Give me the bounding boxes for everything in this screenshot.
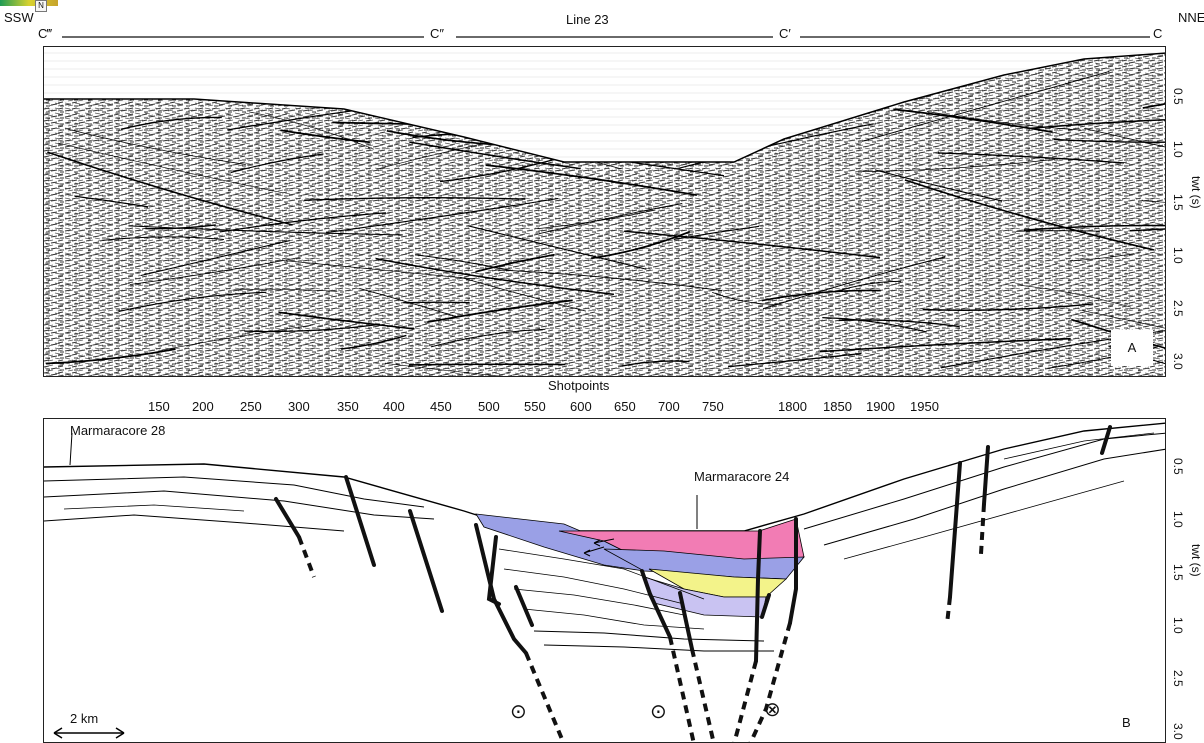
shotpoint-tick: 150 (148, 399, 170, 414)
shotpoint-tick: 400 (383, 399, 405, 414)
shotpoint-tick: 700 (658, 399, 680, 414)
shotpoint-tick: 300 (288, 399, 310, 414)
strike-slip-out-icon: ⊙ (510, 701, 527, 723)
interpretation-panel-b: Marmaracore 28 Marmaracore 24 2 km ⊙ ⊙ ⊗… (43, 418, 1166, 743)
strike-slip-in-icon: ⊗ (764, 699, 781, 721)
twt-tick: 1.0 (1171, 141, 1185, 158)
point-c-triple-prime: C‴ (38, 26, 52, 41)
strike-slip-out-icon-2: ⊙ (650, 701, 667, 723)
twt-tick: 1.0 (1171, 617, 1185, 634)
well-label-marmaracore-28: Marmaracore 28 (70, 423, 166, 438)
shotpoint-tick: 250 (240, 399, 262, 414)
point-c: C (1153, 26, 1163, 41)
interpretation-drawing (44, 422, 1165, 742)
twt-tick: 1.5 (1171, 194, 1185, 211)
twt-tick: 3.0 (1171, 353, 1185, 370)
seismic-panel-a: A (43, 46, 1166, 377)
twt-tick: 3.0 (1171, 723, 1185, 740)
shotpoint-tick: 1850 (823, 399, 852, 414)
shotpoint-tick: 550 (524, 399, 546, 414)
twt-label: twt (s) (1189, 176, 1203, 209)
shotpoint-tick: 1800 (778, 399, 807, 414)
twt-tick: 2.5 (1171, 670, 1185, 687)
twt-label: twt (s) (1189, 544, 1203, 577)
panel-b-letter: B (1122, 715, 1131, 730)
point-c-prime: C′ (779, 26, 791, 41)
panel-a-letter: A (1111, 330, 1153, 366)
shotpoint-tick: 750 (702, 399, 724, 414)
scale-bar-label: 2 km (70, 711, 99, 726)
shotpoint-tick: 650 (614, 399, 636, 414)
shotpoint-tick: 350 (337, 399, 359, 414)
shotpoint-tick: 450 (430, 399, 452, 414)
shotpoints-label: Shotpoints (548, 378, 610, 393)
north-arrow-icon: N (35, 0, 47, 12)
shotpoint-tick: 500 (478, 399, 500, 414)
shotpoint-tick: 1900 (866, 399, 895, 414)
direction-left: SSW (4, 10, 34, 25)
twt-tick: 1.0 (1171, 511, 1185, 528)
seismic-reflections (44, 52, 1165, 376)
twt-tick: 2.5 (1171, 300, 1185, 317)
line-title: Line 23 (566, 12, 609, 27)
shotpoint-tick: 1950 (910, 399, 939, 414)
twt-tick: 0.5 (1171, 458, 1185, 475)
shotpoint-tick: 200 (192, 399, 214, 414)
twt-tick: 1.5 (1171, 564, 1185, 581)
shotpoint-tick: 600 (570, 399, 592, 414)
direction-right: NNE (1178, 10, 1204, 25)
twt-tick: 1.0 (1171, 247, 1185, 264)
point-c-double-prime: C″ (430, 26, 444, 41)
section-line (62, 36, 1150, 38)
twt-tick: 0.5 (1171, 88, 1185, 105)
logo-strip (0, 0, 58, 6)
well-label-marmaracore-24: Marmaracore 24 (694, 469, 790, 484)
